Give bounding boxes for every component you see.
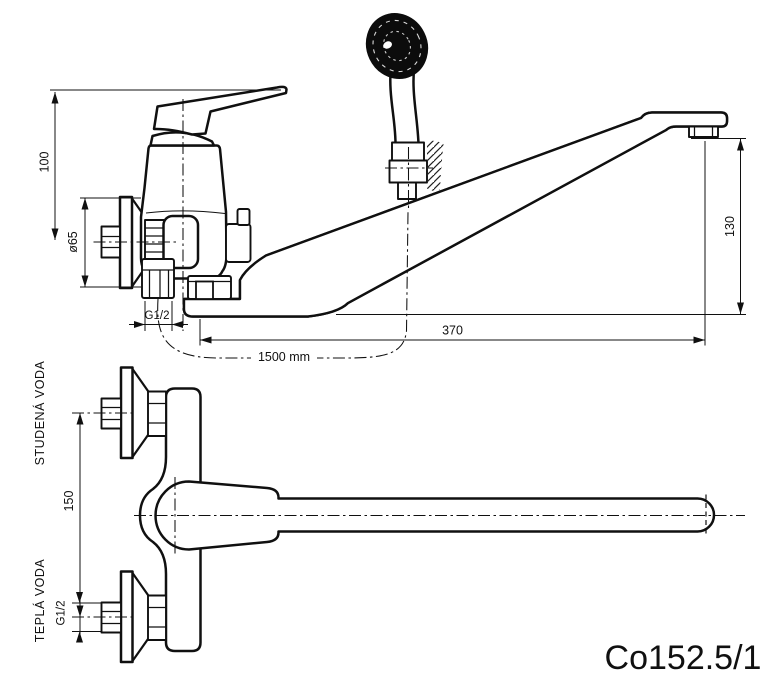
shower-handle-tube (397, 181, 417, 200)
diverter-knob (236, 208, 251, 226)
dim-inlet-spacing-label: 150 (62, 491, 76, 512)
spout-aerator (688, 125, 719, 138)
spout-nut-side (187, 275, 232, 300)
diverter-body (225, 223, 252, 263)
dim-inlet-spacing: 150 (62, 413, 84, 640)
dim-handle-height: 100 (38, 89, 281, 240)
dim-outlet-height-label: 130 (723, 216, 737, 237)
dim-shower-thread-label: G1/2 (145, 310, 170, 322)
front-view (100, 366, 716, 664)
hand-shower (365, 13, 444, 200)
model-number: Co152.5/1 (605, 639, 762, 677)
dim-outlet-height: 130 (336, 138, 746, 315)
side-view (100, 13, 729, 318)
lever-handle (152, 85, 288, 136)
dim-spout-reach: 370 (199, 141, 706, 346)
dim-inlet-thread: G1/2 (56, 592, 101, 643)
hand-shower-head (365, 13, 429, 79)
dim-spout-reach-label: 370 (442, 324, 463, 338)
centerlines (72, 99, 745, 618)
hose-centerline (157, 211, 409, 359)
body-seam (145, 210, 226, 214)
label-cold-water: STUDENÁ VODA (32, 361, 47, 466)
spout-front (154, 480, 716, 551)
dim-handle-height-label: 100 (38, 152, 52, 173)
dim-hose-length: 1500 mm (251, 348, 317, 364)
dim-shower-thread: G1/2 (129, 301, 188, 331)
dim-escutcheon-diameter-label: ø65 (66, 231, 80, 253)
dim-escutcheon-diameter: ø65 (66, 197, 141, 288)
dim-hose-length-label: 1500 mm (258, 350, 310, 364)
label-hot-water: TEPLÁ VODA (32, 559, 47, 643)
dim-inlet-thread-label: G1/2 (56, 601, 68, 626)
spout-side-fill (182, 111, 729, 318)
shower-outlet-nut (141, 258, 175, 299)
wall-hatch (427, 140, 444, 191)
